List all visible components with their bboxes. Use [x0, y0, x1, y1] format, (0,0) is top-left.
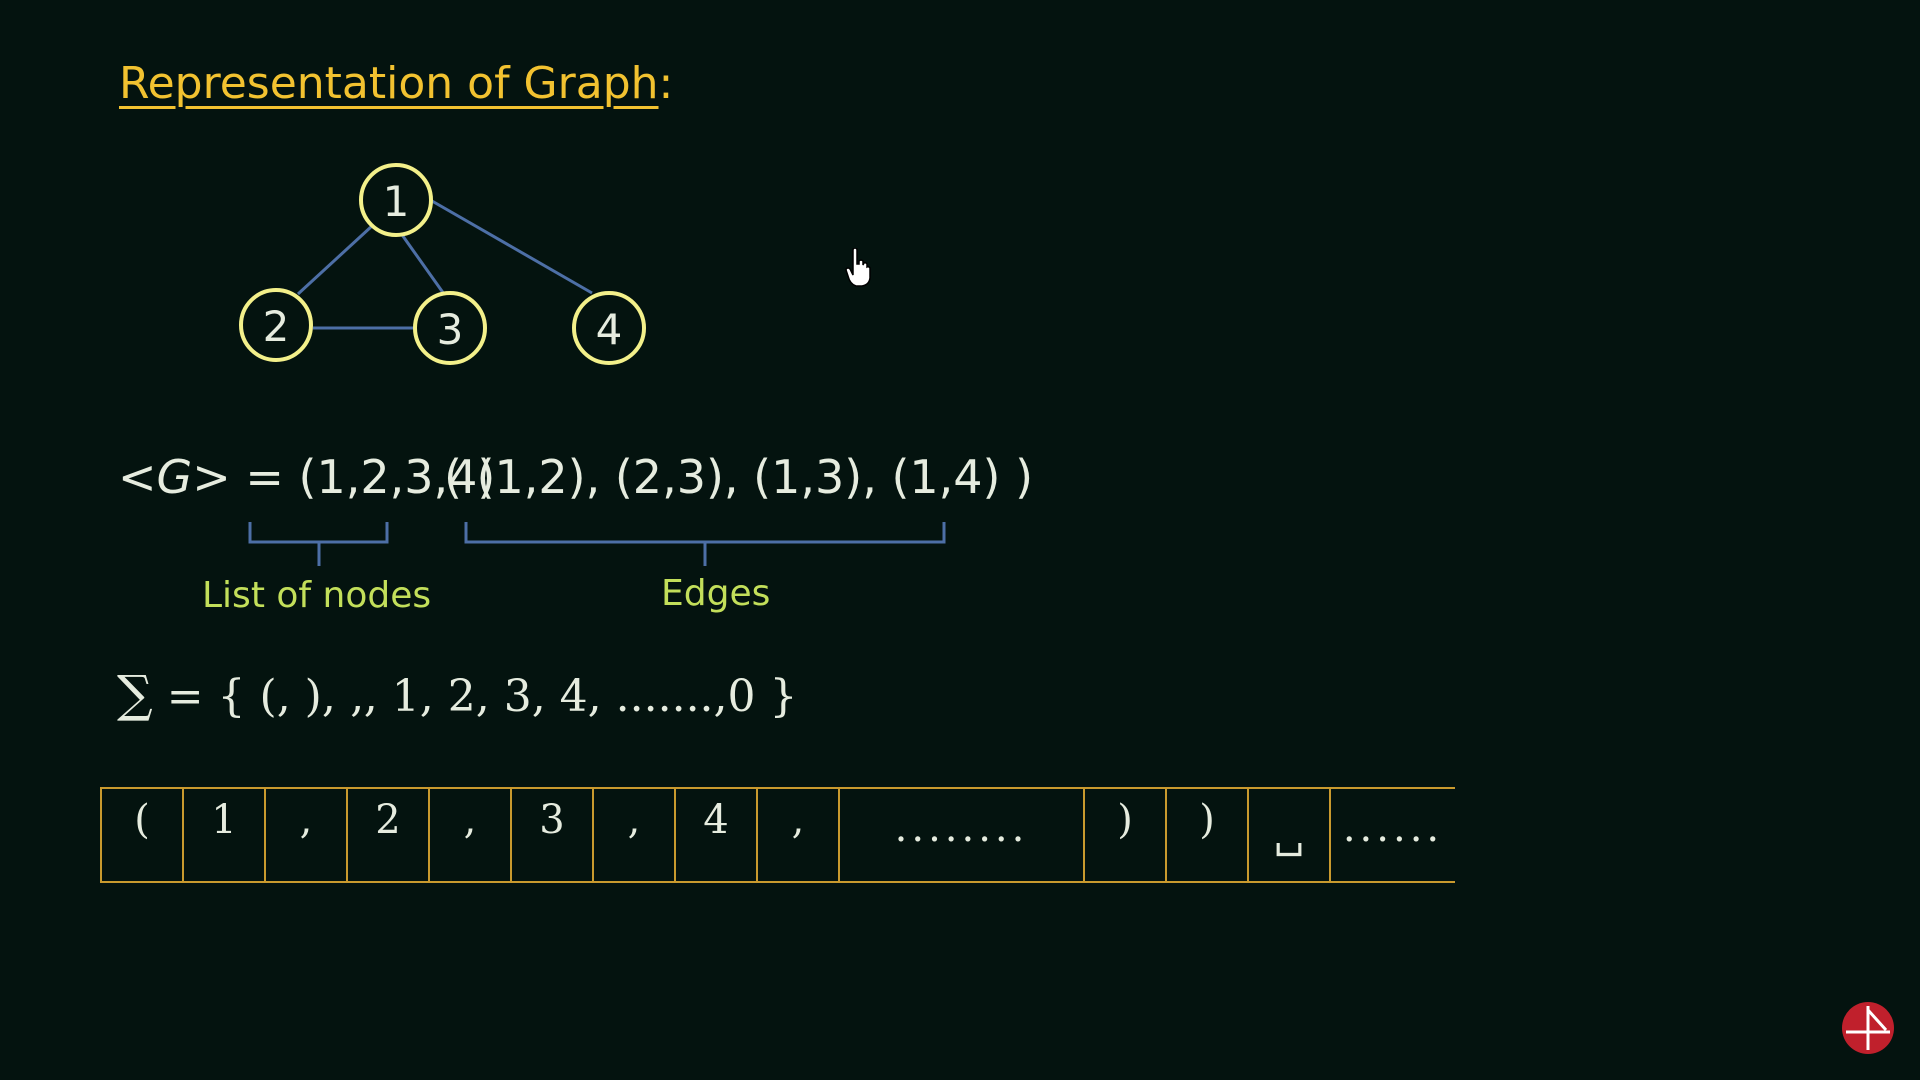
input-tape: ( 1 , 2 , 3 , 4 , ........ ) ) ␣ ...... [100, 787, 1455, 883]
alphabet-definition: ∑ = { (, ), ‚, 1, 2, 3, 4, .......,0 } [117, 665, 798, 723]
nodes-brace [248, 522, 389, 566]
node-label-1: 1 [383, 177, 410, 226]
tape-cell: ...... [1342, 805, 1444, 851]
node-label-4: 4 [596, 305, 623, 354]
tape-cell: , [266, 789, 348, 881]
tape-cell: ( [102, 789, 184, 881]
edge-1-4 [431, 199, 593, 295]
edges-tuple: ( (1,2), (2,3), (1,3), (1,4) ) [444, 450, 1034, 504]
tape-cell: 1 [184, 789, 266, 881]
graph-node-3: 3 [413, 291, 487, 365]
nodes-caption: List of nodes [202, 575, 432, 616]
alphabet-set: = { (, ), ‚, 1, 2, 3, 4, .......,0 } [166, 671, 798, 722]
graph-node-2: 2 [239, 288, 313, 362]
title-suffix: : [658, 58, 674, 109]
graph-node-4: 4 [572, 291, 646, 365]
node-label-3: 3 [437, 305, 464, 354]
tape-cell: ) [1167, 789, 1249, 881]
tape-cell: 4 [676, 789, 758, 881]
tape-cell: 2 [348, 789, 430, 881]
nodes-tuple: (1,2,3,4) [298, 450, 496, 504]
edge-1-3 [398, 231, 446, 295]
slide-title: Representation of Graph: [119, 58, 673, 109]
edges-brace [464, 522, 946, 566]
hand-pointer-icon [845, 248, 871, 287]
tape-cell: , [430, 789, 512, 881]
tape-cell-blank: ␣ [1249, 789, 1331, 881]
title-text: Representation of Graph [119, 58, 659, 109]
graph-encoding-nodes: <G> = (1,2,3,4) [118, 450, 495, 504]
channel-logo-icon [1842, 1002, 1894, 1054]
tape-cell: ........ [840, 789, 1085, 881]
sigma-symbol: ∑ [117, 665, 153, 723]
tape-cell: , [758, 789, 840, 881]
edges-caption: Edges [661, 573, 771, 614]
tape-cell: ) [1085, 789, 1167, 881]
node-label-2: 2 [263, 302, 290, 351]
graph-node-1: 1 [359, 163, 433, 237]
equals-sign: = [245, 450, 284, 504]
tape-cell: , [594, 789, 676, 881]
tape-cell: 3 [512, 789, 594, 881]
edge-1-2 [296, 224, 374, 296]
graph-symbol: <G> [118, 450, 231, 504]
